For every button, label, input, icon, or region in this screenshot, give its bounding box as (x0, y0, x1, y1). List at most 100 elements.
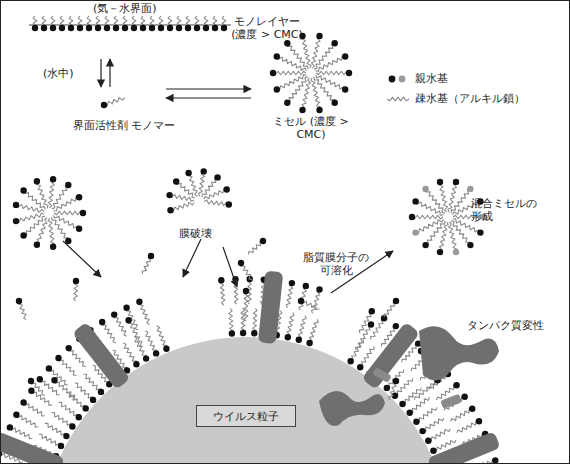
hydrophilic-head (73, 278, 79, 284)
hydrophilic-head (63, 433, 69, 439)
hydrophilic-head (20, 187, 26, 193)
label-box: ウイルス粒子 (196, 405, 296, 427)
hydrophobic-tail (472, 460, 496, 464)
hydrophobic-tail (45, 423, 67, 436)
hydrophilic-head (412, 229, 418, 235)
hydrophobic-tail (102, 322, 116, 343)
hydrophilic-head (176, 25, 182, 31)
hydrophobic-tail (75, 383, 93, 400)
hydrophilic-head (194, 25, 200, 31)
hydrophilic-head (41, 25, 47, 31)
hydrophobic-tail (309, 319, 318, 343)
hydrophobic-tail (423, 418, 444, 431)
hydrophilic-head (413, 419, 419, 425)
hydrophobic-tail (55, 380, 78, 399)
process-arrow (100, 59, 101, 87)
hydrophilic-head (437, 249, 443, 255)
hydrophilic-head (214, 174, 220, 180)
hydrophilic-head (342, 86, 348, 92)
process-arrow (166, 88, 251, 89)
hydrophilic-head (224, 186, 230, 192)
hydrophobic-tail (229, 309, 234, 334)
hydrophilic-head (430, 448, 436, 454)
hydrophobic-tail (59, 402, 79, 417)
hydrophilic-head (76, 194, 82, 200)
hydrophilic-head (16, 298, 22, 304)
hydrophobic-tail (220, 280, 225, 305)
hydrophilic-head (368, 321, 374, 327)
annotation-label: 脂質膜分子の 可溶化 (299, 251, 373, 277)
hydrophobic-tail (31, 391, 52, 405)
molecule-layer (1, 16, 510, 464)
background-layer (29, 25, 450, 464)
hydrophilic-head (425, 438, 431, 444)
hydrophilic-head (173, 178, 179, 184)
hydrophilic-head (125, 317, 131, 323)
hydrophilic-head (357, 364, 363, 370)
hydrophobic-tail (449, 222, 458, 252)
hydrophilic-head (153, 350, 159, 356)
hydrophobic-tail (157, 326, 167, 349)
hydrophobic-tail (170, 194, 195, 201)
process-arrow (223, 247, 237, 287)
hydrophobic-tail (123, 343, 136, 364)
hydrophilic-head (101, 102, 107, 108)
process-arrow (63, 241, 101, 277)
hydrophilic-head (98, 389, 104, 395)
denatured-protein (419, 326, 499, 380)
hydrophilic-head (83, 405, 89, 411)
annotation-label: (気－水界面) (93, 2, 157, 15)
hydrophobic-tail (54, 211, 83, 215)
hydrophilic-head (50, 244, 56, 250)
hydrophobic-tail (171, 202, 195, 211)
hydrophobic-tail (67, 393, 86, 409)
hydrophilic-head (453, 179, 459, 185)
hydrophobic-tail (410, 397, 430, 413)
hydrophilic-head (37, 376, 43, 382)
hydrophobic-tail (457, 421, 479, 433)
hydrophilic-head (274, 53, 280, 59)
hydrophilic-head (59, 25, 65, 31)
hydrophobic-tail (415, 380, 438, 399)
hydrophobic-tail (145, 331, 156, 354)
box-label: ウイルス粒子 (213, 410, 279, 423)
hydrophilic-head (167, 25, 173, 31)
hydrophobic-tail (451, 221, 470, 245)
hydrophobic-tail (10, 427, 33, 438)
hydrophilic-head (284, 40, 290, 46)
hydrophilic-head (76, 226, 82, 232)
hydrophilic-head (453, 249, 459, 255)
hydrophilic-head (76, 414, 82, 420)
hydrophilic-head (316, 107, 322, 113)
hydrophilic-head (303, 283, 309, 289)
hydrophilic-head (80, 210, 86, 216)
hydrophilic-head (369, 308, 375, 314)
hydrophilic-head (306, 340, 312, 346)
hydrophobic-tail (198, 171, 204, 196)
annotation-label: タンパク質変性 (467, 319, 544, 332)
protein-fragment (372, 367, 392, 383)
hydrophobic-tail (298, 316, 306, 340)
hydrophilic-head (158, 25, 164, 31)
membrane-protein (258, 271, 283, 344)
hydrophobic-tail (316, 56, 346, 71)
hydrophilic-head (419, 428, 425, 434)
hydrophilic-head (28, 388, 34, 394)
hydrophobic-tail (312, 36, 321, 68)
hydrophobic-tail (273, 71, 306, 75)
hydrophilic-head (143, 355, 149, 361)
hydrophilic-head (238, 260, 244, 266)
hydrophilic-head (412, 198, 418, 204)
hydrophilic-head (163, 346, 169, 352)
hydrophilic-head (212, 25, 218, 31)
hydrophobic-tail (39, 434, 61, 446)
hydrophilic-head (296, 337, 302, 343)
hydrophobic-tail (416, 407, 437, 421)
hydrophilic-head (332, 100, 338, 106)
hydrophilic-head (240, 330, 246, 336)
hydrophilic-head (51, 377, 57, 383)
hydrophobic-tail (84, 374, 101, 392)
process-arrow (183, 239, 201, 277)
